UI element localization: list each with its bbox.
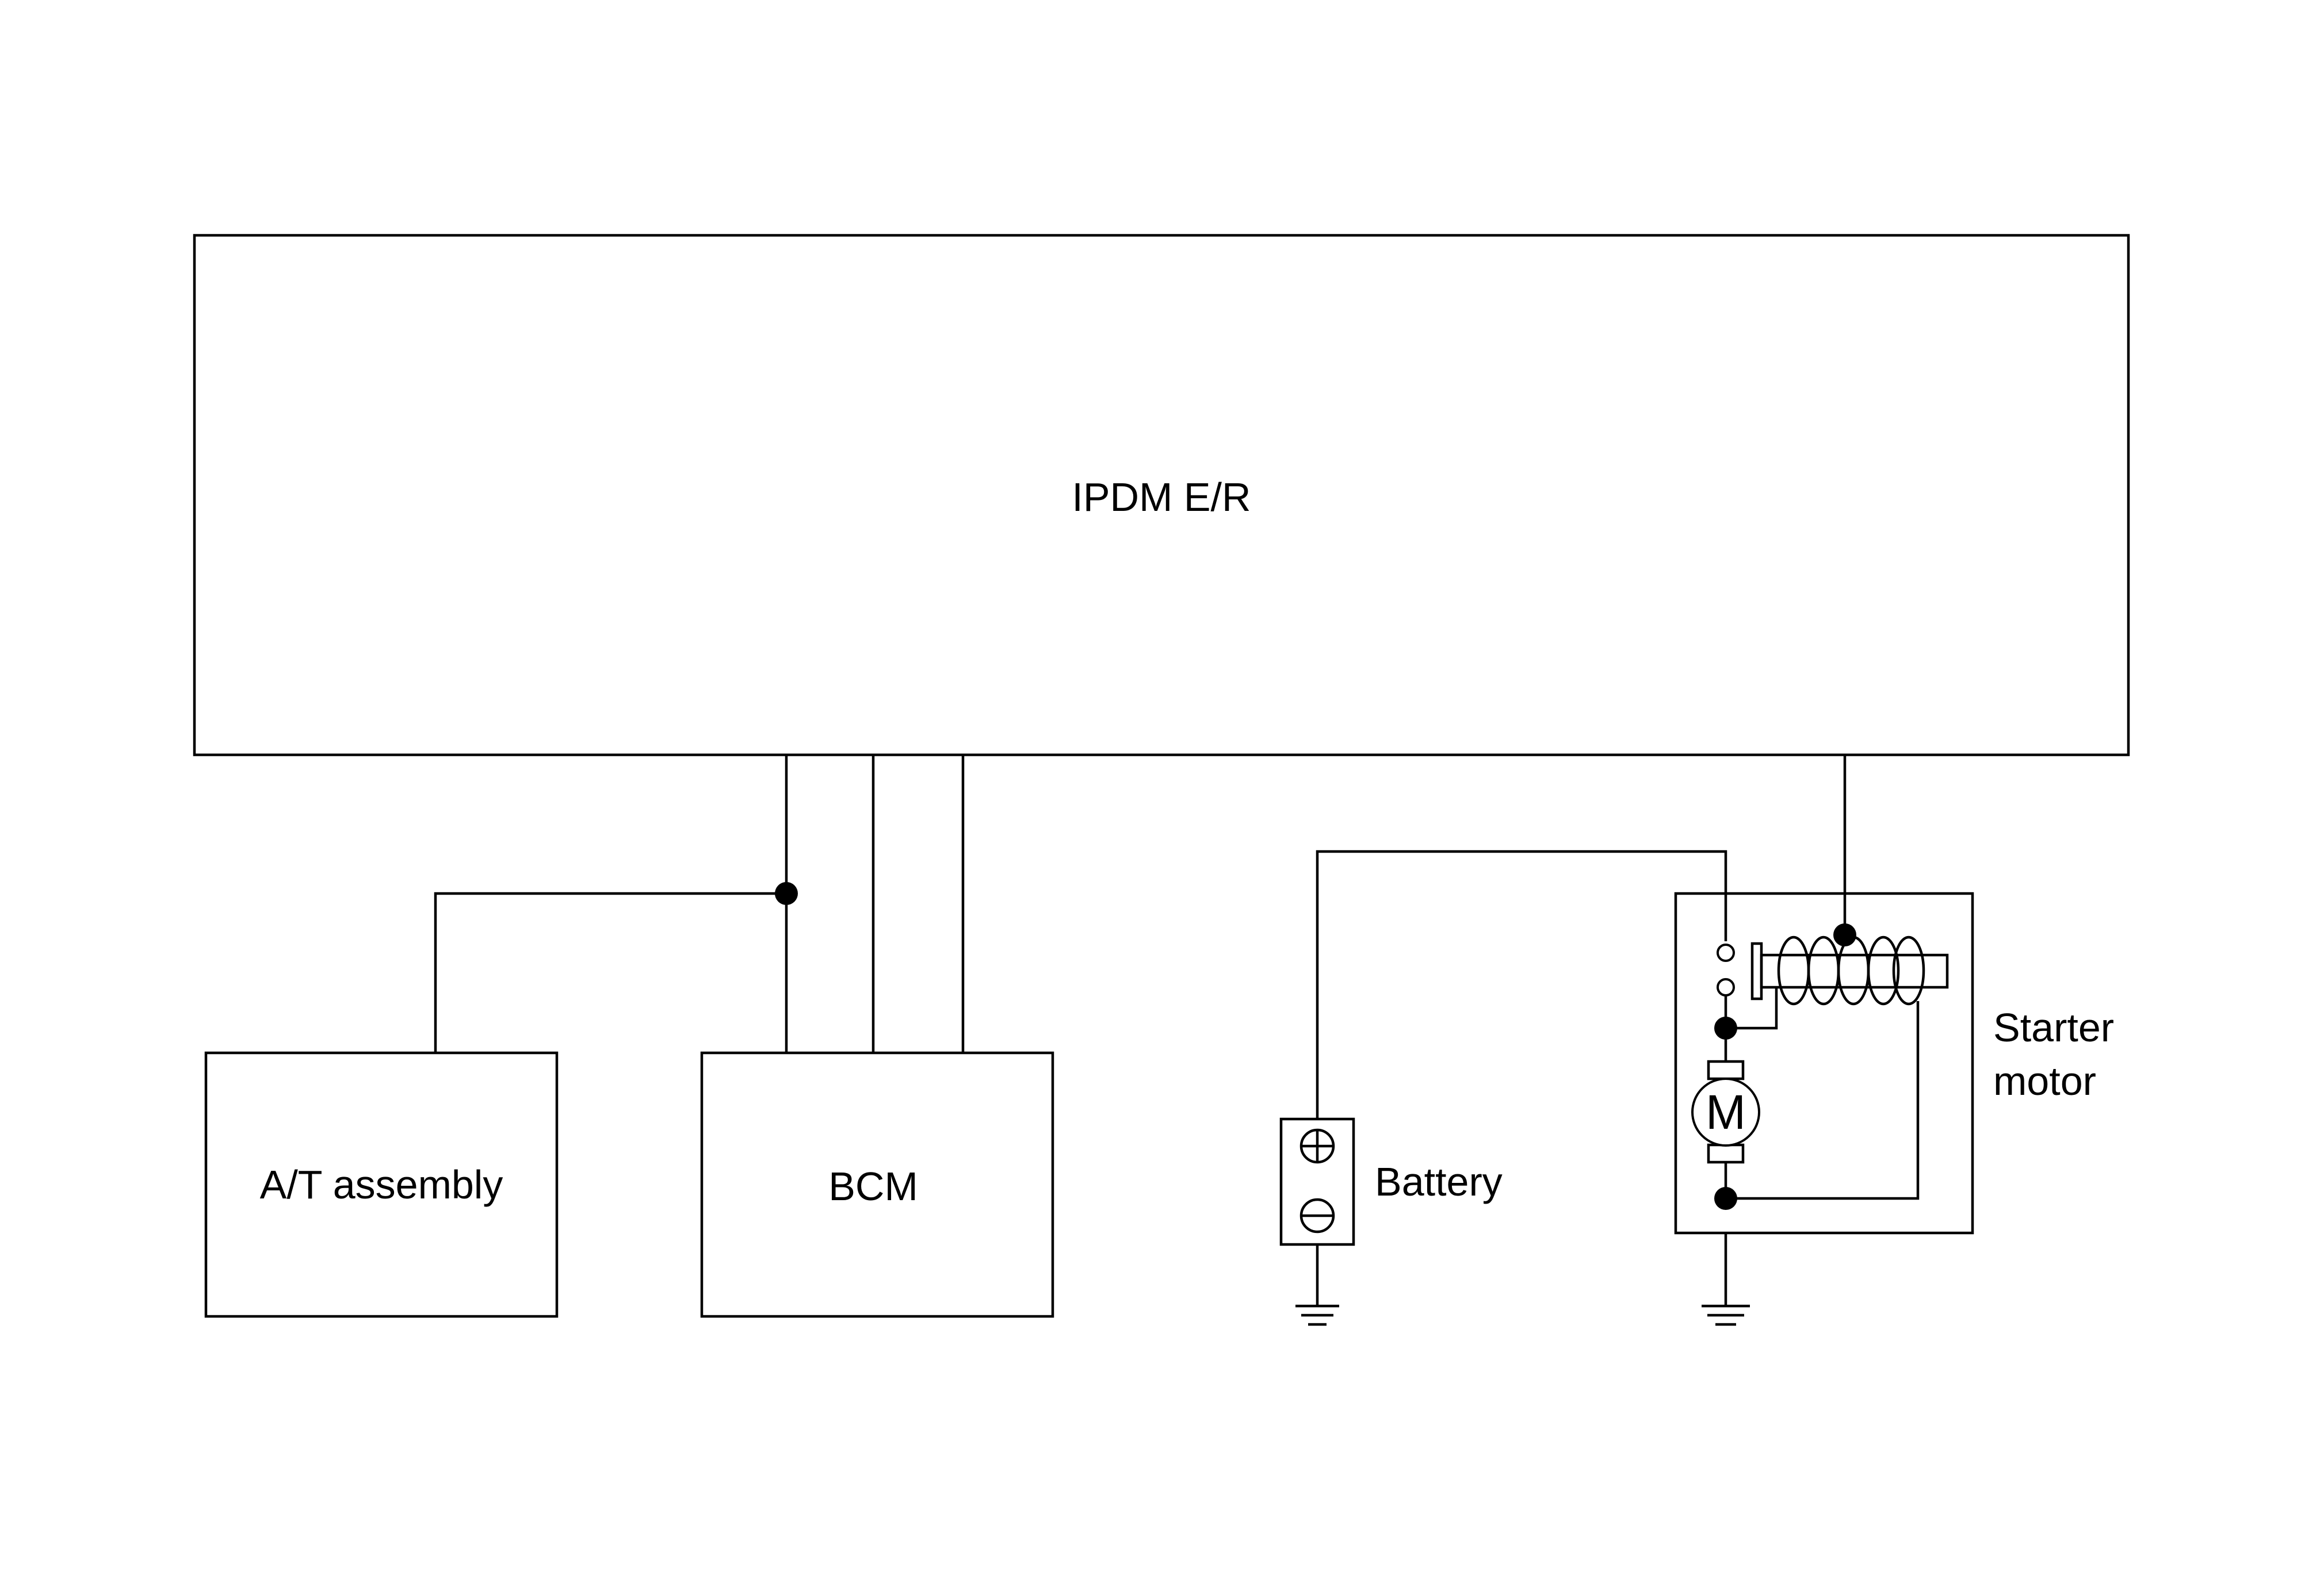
- can-wiring: [434, 755, 965, 1053]
- starter-motor-box: [1674, 892, 1974, 1235]
- at-assembly-module: A/T assembly: [204, 1051, 559, 1318]
- plunger-plate: [1750, 942, 1763, 1001]
- bcm-label: BCM: [828, 1164, 918, 1209]
- wire-branch-at-assembly: [434, 892, 786, 1053]
- starter-motor-component: M Starter motor: [1674, 755, 2114, 1235]
- battery-component: Battery: [1279, 1117, 1503, 1246]
- bcm-module: BCM: [700, 1051, 1054, 1318]
- junction-dot-solenoid: [1833, 923, 1856, 946]
- wire-coil-return: [1726, 987, 1778, 1030]
- bcm-box: [700, 1051, 1054, 1318]
- starter-motor-label-line1: Starter: [1993, 1005, 2114, 1050]
- ground-icon: [1702, 1233, 1750, 1326]
- junction-dot-motor-bottom: [1714, 1187, 1737, 1210]
- motor-symbol-label: M: [1706, 1085, 1746, 1139]
- minus-circle-icon: [1299, 1198, 1335, 1234]
- ipdm-er-label: IPDM E/R: [1072, 475, 1251, 520]
- wire-coil-to-ground-node: [1726, 1001, 1920, 1200]
- wire-battery-to-starter: [1316, 850, 1727, 1119]
- ipdm-er-box: [193, 234, 2130, 757]
- at-assembly-box: [204, 1051, 559, 1318]
- starter-motor-label-line2: motor: [1993, 1059, 2096, 1103]
- plunger-rod: [1760, 953, 1949, 989]
- plus-circle-icon: [1299, 1128, 1335, 1164]
- junction-dot-at-branch: [775, 882, 798, 905]
- contact-terminal-lower: [1717, 978, 1735, 996]
- at-assembly-label: A/T assembly: [260, 1162, 503, 1207]
- motor-icon: M: [1691, 1060, 1760, 1164]
- coil-icon: [1777, 935, 1925, 1006]
- ipdm-er-module: IPDM E/R: [193, 234, 2130, 757]
- ground-icon: [1295, 1244, 1339, 1326]
- battery-label: Battery: [1375, 1159, 1503, 1204]
- contact-terminal-upper: [1717, 944, 1735, 962]
